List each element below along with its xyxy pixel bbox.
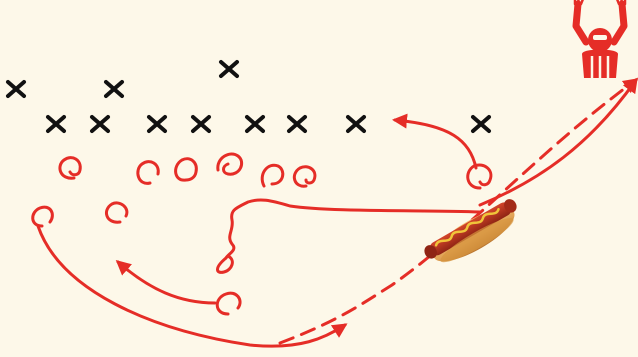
defender-x xyxy=(193,117,209,131)
defender-x xyxy=(48,117,64,131)
offense-o xyxy=(468,165,491,188)
defender-x xyxy=(247,117,263,131)
defense-formation xyxy=(8,62,489,131)
defender-x xyxy=(473,117,489,131)
defender-x xyxy=(106,82,122,96)
offense-formation xyxy=(33,154,491,314)
route-wheel-left xyxy=(38,226,345,346)
hot-dog-icon xyxy=(421,196,526,274)
defender-x xyxy=(8,82,24,96)
offense-o xyxy=(106,203,126,222)
offense-o xyxy=(33,207,53,226)
route-receiver-curl xyxy=(395,120,476,168)
referee-touchdown-icon xyxy=(575,0,625,78)
route-back-swing xyxy=(118,262,215,303)
offense-o xyxy=(138,162,158,184)
offense-o xyxy=(262,165,283,186)
offense-o xyxy=(217,293,240,314)
defender-x xyxy=(348,117,364,131)
offense-o xyxy=(176,159,197,180)
offense-o xyxy=(218,256,233,272)
offense-o xyxy=(218,154,242,174)
defender-x xyxy=(221,62,237,76)
defender-x xyxy=(149,117,165,131)
offense-o xyxy=(60,158,80,179)
defender-x xyxy=(92,117,108,131)
offense-o xyxy=(294,167,315,186)
defender-x xyxy=(289,117,305,131)
